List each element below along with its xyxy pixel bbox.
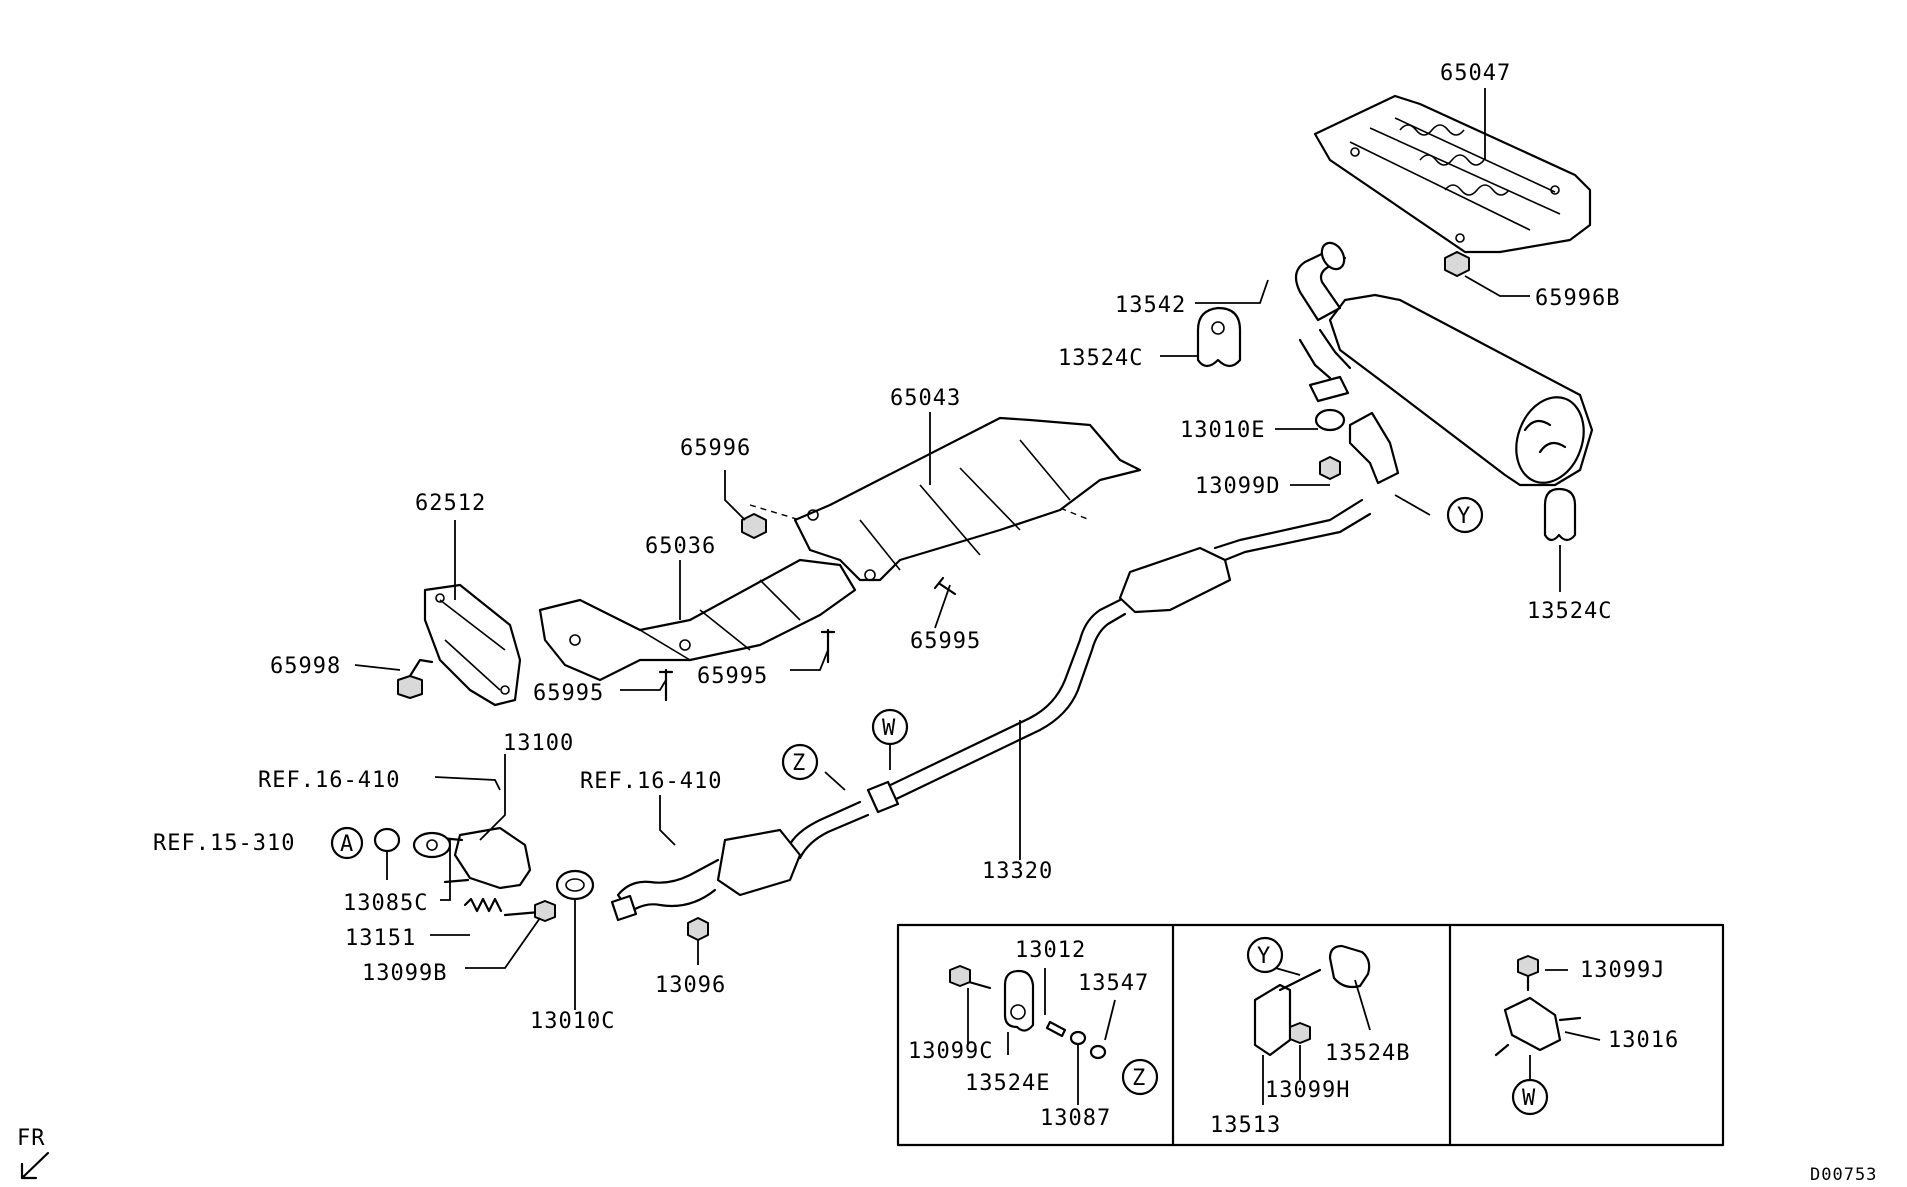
nut-65996B <box>1444 251 1470 277</box>
tail-pipe-13542 <box>1294 241 1352 380</box>
marker-Z-main: Z <box>781 743 819 781</box>
label-65998: 65998 <box>270 654 341 679</box>
marker-Z-detail: Z <box>1132 1066 1146 1091</box>
label-13524E: 13524E <box>965 1071 1050 1096</box>
label-65043: 65043 <box>890 386 961 411</box>
hanger-13524C-upper <box>1196 306 1242 368</box>
detail-bracket-y: Y 13524B 13099H 13513 <box>1210 936 1410 1138</box>
label-65996B: 65996B <box>1535 286 1620 311</box>
label-13513: 13513 <box>1210 1113 1281 1138</box>
detail-hanger-z: Z 13012 13547 13099C 13524E 13087 <box>908 938 1159 1131</box>
marker-Y-detail: Y <box>1257 944 1271 969</box>
rear-flange <box>1308 375 1350 403</box>
marker-W-main: W <box>871 708 909 746</box>
detail-hanger-w: W 13099J 13016 <box>1494 955 1679 1116</box>
label-65036: 65036 <box>645 534 716 559</box>
label-13085C: 13085C <box>343 891 428 916</box>
label-13099B: 13099B <box>362 961 447 986</box>
label-65996: 65996 <box>680 436 751 461</box>
label-13099H: 13099H <box>1265 1078 1350 1103</box>
label-65995-middle: 65995 <box>697 664 768 689</box>
svg-text:Z: Z <box>792 751 806 776</box>
rear-bracket <box>1319 411 1400 485</box>
label-65995-left: 65995 <box>533 681 604 706</box>
leader-lines <box>354 88 1561 1010</box>
heat-protector-65047 <box>1313 94 1592 254</box>
label-13087: 13087 <box>1040 1106 1111 1131</box>
svg-text:Y: Y <box>1457 504 1471 529</box>
diagram-code: D00753 <box>1810 1165 1877 1185</box>
label-13099C: 13099C <box>908 1039 993 1064</box>
label-13099D: 13099D <box>1195 474 1280 499</box>
label-ref-15-310: REF.15-310 <box>153 831 295 856</box>
label-13096: 13096 <box>655 973 726 998</box>
detail-box <box>896 923 1725 1147</box>
marker-Y-main: Y <box>1446 496 1484 534</box>
bolt-65998 <box>397 658 434 699</box>
label-13016: 13016 <box>1608 1028 1679 1053</box>
gasket-13010E <box>1314 408 1346 432</box>
label-62512: 62512 <box>415 491 486 516</box>
label-65047: 65047 <box>1440 61 1511 86</box>
part-labels: 65047 65996B 13542 13524C 13010E 13099D … <box>153 61 1620 1034</box>
label-13151: 13151 <box>345 926 416 951</box>
nut-13096 <box>687 917 709 941</box>
center-pipe-13320 <box>610 498 1372 922</box>
bracket-62512 <box>423 583 522 707</box>
front-pipe-13100 <box>412 826 532 890</box>
clips-65995 <box>658 576 957 702</box>
label-ref-16-410-left: REF.16-410 <box>258 768 400 793</box>
label-13012: 13012 <box>1015 938 1086 963</box>
hanger-13524C-lower <box>1543 487 1577 542</box>
front-direction-indicator: FR <box>17 1126 50 1180</box>
marker-W-detail: W <box>1522 1086 1536 1111</box>
heat-protector-65036 <box>538 558 857 682</box>
label-13524C-lower: 13524C <box>1527 599 1612 624</box>
label-ref-16-410-right: REF.16-410 <box>580 769 722 794</box>
svg-text:A: A <box>340 832 354 857</box>
label-13547: 13547 <box>1078 971 1149 996</box>
heat-protector-65043 <box>793 416 1142 582</box>
label-13010E: 13010E <box>1180 418 1265 443</box>
label-13524C-upper: 13524C <box>1058 346 1143 371</box>
bolt-13099B <box>503 900 556 922</box>
svg-text:W: W <box>882 716 896 741</box>
gasket-13010C <box>555 869 595 901</box>
label-65995-right: 65995 <box>910 629 981 654</box>
label-13099J: 13099J <box>1580 958 1665 983</box>
label-13524B: 13524B <box>1325 1041 1410 1066</box>
spring-13151 <box>463 897 503 913</box>
nut-65996 <box>741 504 801 539</box>
marker-A: A <box>330 826 364 860</box>
main-muffler <box>1328 293 1594 487</box>
gasket-13085C <box>373 827 401 853</box>
direction-label: FR <box>17 1126 46 1151</box>
label-13100: 13100 <box>503 731 574 756</box>
label-13542: 13542 <box>1115 293 1186 318</box>
label-13010C: 13010C <box>530 1009 615 1034</box>
label-13320: 13320 <box>982 859 1053 884</box>
